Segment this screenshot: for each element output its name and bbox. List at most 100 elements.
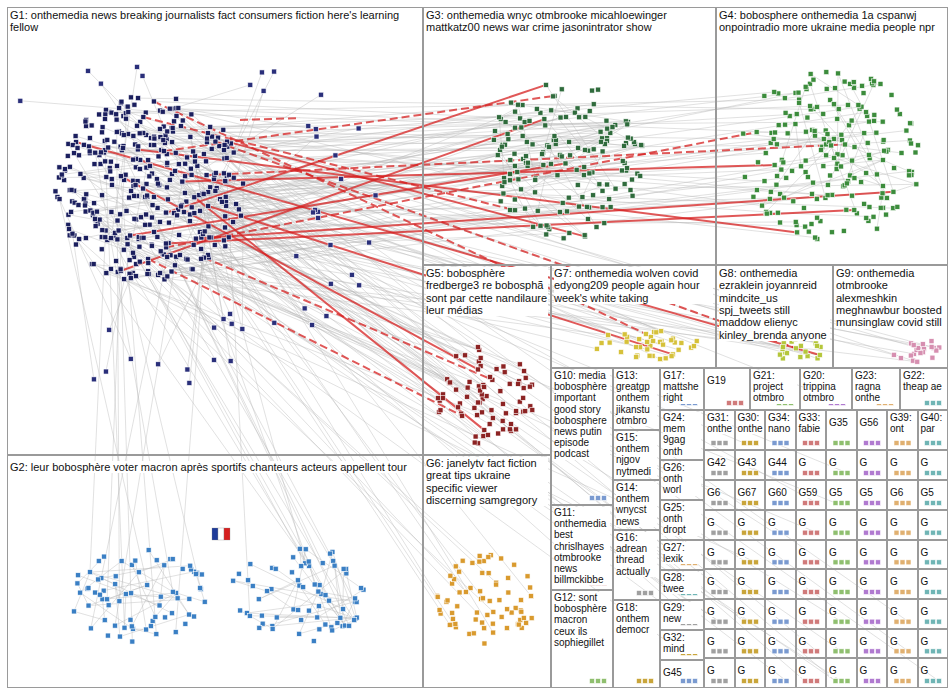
group-label: G8: onthemedia ezraklein joyannreid mind… (719, 267, 830, 341)
network-vertex (876, 649, 881, 654)
network-vertex (490, 621, 495, 626)
network-vertex (772, 501, 777, 506)
network-vertex (518, 187, 523, 192)
network-vertex (201, 152, 206, 157)
network-vertex (809, 191, 814, 196)
group-panel: G6: janelytv fact fiction great tips ukr… (423, 455, 551, 688)
group-label: G25: onth dropt (663, 502, 701, 536)
network-edge (815, 131, 909, 171)
network-vertex (201, 192, 206, 197)
network-vertex (472, 440, 477, 445)
network-vertex (486, 571, 491, 576)
network-vertex (356, 126, 361, 131)
network-vertex (93, 224, 98, 229)
network-edge (117, 120, 817, 503)
network-vertex (130, 639, 135, 644)
network-vertex (628, 188, 633, 193)
network-vertex (913, 150, 918, 155)
network-vertex (133, 558, 138, 563)
network-edge (205, 231, 914, 353)
network-vertex (231, 219, 236, 224)
network-edge (834, 105, 870, 159)
network-vertex (544, 223, 549, 228)
network-vertex (844, 207, 849, 212)
network-vertex (124, 116, 129, 121)
network-vertex (316, 604, 321, 609)
group-label: G2: leur bobosphère voter macron après s… (10, 461, 407, 473)
group-label: G32: mind (663, 632, 701, 654)
network-edge (117, 239, 817, 532)
network-vertex (84, 192, 89, 197)
network-vertex (577, 115, 582, 120)
network-vertex (839, 590, 844, 595)
network-vertex (480, 570, 485, 575)
group-panel: G31: onthe (704, 410, 735, 450)
network-vertex (733, 401, 738, 406)
network-edge (273, 569, 347, 629)
network-vertex (69, 209, 74, 214)
network-edge (250, 564, 343, 609)
network-vertex (127, 258, 132, 263)
network-vertex (123, 172, 128, 177)
network-vertex (493, 129, 498, 134)
network-vertex (192, 195, 197, 200)
network-vertex (455, 405, 460, 410)
network-vertex (772, 130, 777, 135)
group-panel: G (826, 510, 857, 540)
network-vertex (123, 592, 128, 597)
network-vertex (328, 551, 333, 556)
network-vertex (876, 619, 881, 624)
network-vertex (141, 186, 146, 191)
network-vertex (315, 615, 320, 620)
group-panel: G8: onthemedia ezraklein joyannreid mind… (716, 265, 833, 368)
network-vertex (931, 649, 936, 654)
network-vertex (894, 619, 899, 624)
group-label: G5 (860, 487, 873, 498)
network-vertex (669, 338, 674, 343)
network-vertex (498, 389, 503, 394)
network-vertex (874, 130, 879, 135)
network-vertex (897, 112, 902, 117)
network-vertex (864, 171, 869, 176)
network-vertex (221, 148, 226, 153)
network-vertex (165, 197, 170, 202)
network-vertex (585, 204, 590, 209)
network-edge (158, 184, 787, 354)
network-vertex (100, 193, 105, 198)
network-vertex (100, 125, 105, 130)
network-vertex (937, 649, 942, 654)
network-vertex (809, 471, 814, 476)
network-vertex (798, 343, 803, 348)
group-label: G16: adrean thread actually (616, 532, 657, 577)
network-vertex (499, 556, 504, 561)
network-vertex (94, 209, 99, 214)
network-vertex (172, 263, 177, 268)
network-vertex (475, 400, 480, 405)
network-vertex (113, 623, 118, 628)
network-vertex (324, 314, 329, 319)
network-vertex (86, 68, 91, 73)
network-vertex (543, 123, 548, 128)
network-vertex (176, 162, 181, 167)
network-vertex (447, 622, 452, 627)
network-vertex (803, 501, 808, 506)
network-edge (346, 573, 356, 617)
network-vertex (727, 401, 732, 406)
network-vertex (711, 471, 716, 476)
network-vertex (870, 649, 875, 654)
network-edge (500, 150, 540, 226)
network-vertex (649, 679, 654, 684)
network-edge (332, 620, 354, 630)
network-vertex (555, 173, 560, 178)
network-vertex (155, 234, 160, 239)
network-vertex (477, 553, 482, 558)
network-vertex (118, 266, 123, 271)
network-vertex (784, 175, 789, 180)
network-vertex (803, 649, 808, 654)
network-vertex (475, 345, 480, 350)
network-vertex (778, 471, 783, 476)
network-vertex (845, 560, 850, 565)
network-vertex (65, 153, 70, 158)
network-vertex (864, 471, 869, 476)
network-vertex (212, 325, 217, 330)
